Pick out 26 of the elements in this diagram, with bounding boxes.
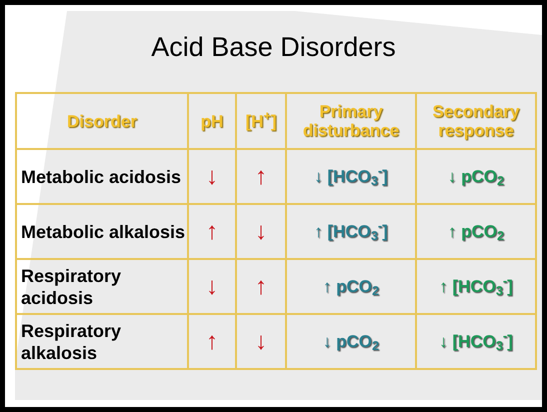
ph-change: ↑ <box>206 220 218 242</box>
disorder-name: Respiratory acidosis <box>21 264 122 308</box>
column-header: [H$^{+}$] <box>245 112 277 130</box>
h-ion-change: ↑ <box>255 166 267 188</box>
column-header: Secondary response <box>432 102 520 140</box>
secondary-response: ↑ pCO$_{2}$ <box>448 220 504 242</box>
disorder-name: Respiratory alkalosis <box>21 320 122 364</box>
secondary-response: ↓ pCO$_{2}$ <box>448 166 504 188</box>
h-ion-change: ↑ <box>255 276 267 298</box>
disorder-name: Metabolic acidosis <box>21 166 182 188</box>
column-header: pH <box>200 112 224 130</box>
h-ion-change: ↓ <box>255 330 267 352</box>
ph-change: ↑ <box>206 330 218 352</box>
ph-change: ↓ <box>206 276 218 298</box>
slide-title: Acid Base Disorders <box>150 31 397 64</box>
column-header: Primary disturbance <box>302 102 400 140</box>
column-header: Disorder <box>67 112 137 130</box>
secondary-response: ↓ [HCO$_{3}$$^{-}$] <box>439 330 513 352</box>
primary-disturbance: ↓ pCO$_{2}$ <box>322 330 380 352</box>
primary-disturbance: ↓ [HCO$_{3}$$^{-}$] <box>314 166 388 188</box>
disorder-name: Metabolic alkalosis <box>21 220 186 242</box>
secondary-response: ↑ [HCO$_{3}$$^{-}$] <box>439 276 513 298</box>
primary-disturbance: ↑ [HCO$_{3}$$^{-}$] <box>314 220 388 242</box>
ph-change: ↓ <box>206 166 218 188</box>
h-ion-change: ↓ <box>255 220 267 242</box>
primary-disturbance: ↑ pCO$_{2}$ <box>322 276 380 298</box>
